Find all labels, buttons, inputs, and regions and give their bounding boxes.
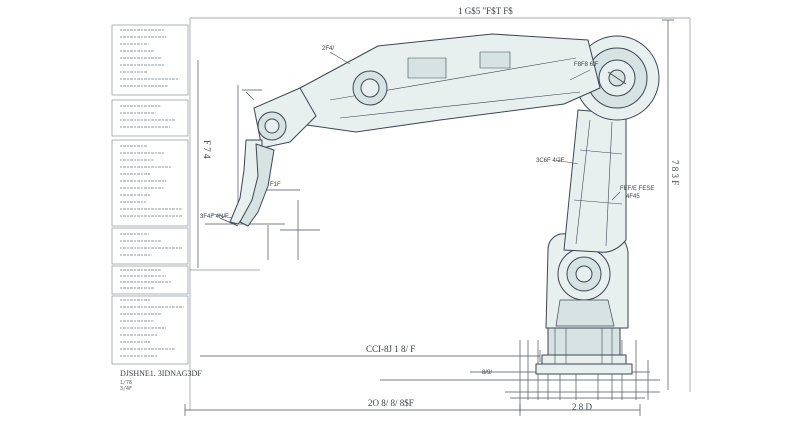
title-block-title: DJSHNE1. 3IDNAG3DF — [120, 369, 202, 378]
callout-elbow: 2F4/ — [322, 46, 334, 52]
drawing-frame — [189, 17, 691, 410]
callout-wrist: F1F — [270, 182, 281, 188]
callout-joint-right: F8F8 6/F — [574, 62, 599, 68]
title-block-box-4 — [111, 227, 189, 265]
title-block-box-3 — [111, 139, 189, 227]
title-block-subtitle-2: 3/4F — [120, 386, 132, 392]
title-block-box-2 — [111, 99, 189, 137]
robot-base — [535, 325, 633, 375]
title-block-box-6 — [111, 295, 189, 365]
title-block: DJSHNE1. 3IDNAG3DF 1/78 3/4F — [111, 24, 202, 392]
shoulder-joint — [545, 231, 629, 329]
callout-joint: FEF/E FESE — [620, 186, 654, 192]
title-block-text-lines — [120, 29, 184, 357]
elbow-joint — [574, 35, 660, 121]
callout-gripper: 3F4F 4N/F — [200, 214, 229, 220]
upper-arm — [563, 109, 627, 253]
callout-leaders — [211, 51, 621, 219]
title-block-box-5 — [111, 265, 189, 295]
left-dimension-label: F 7 4 — [202, 140, 212, 159]
top-dimension-label: 1 G$5 "F$T F$ — [458, 6, 513, 16]
gripper — [219, 139, 275, 227]
callout-shoulder: 4F45 — [626, 194, 640, 200]
title-block-subtitle: 1/78 — [120, 380, 132, 386]
robot-arm — [219, 33, 660, 375]
base-width-label: CCI-8J 1 8/ F — [366, 344, 415, 354]
right-dimension-label: 7 8 3 F — [670, 160, 680, 185]
base-small-label: 8/9/ — [482, 370, 492, 376]
title-block-box-1 — [111, 24, 189, 96]
callout-upper-arm: 3C6F 4/2F — [536, 158, 565, 164]
base-dimension-label: 2 8 D — [572, 402, 593, 412]
dimension-lines — [184, 19, 674, 416]
bottom-dimension-label: 2O 8/ 8/ 8$F — [368, 398, 414, 408]
forearm — [299, 33, 601, 133]
wrist-joint — [253, 87, 317, 149]
